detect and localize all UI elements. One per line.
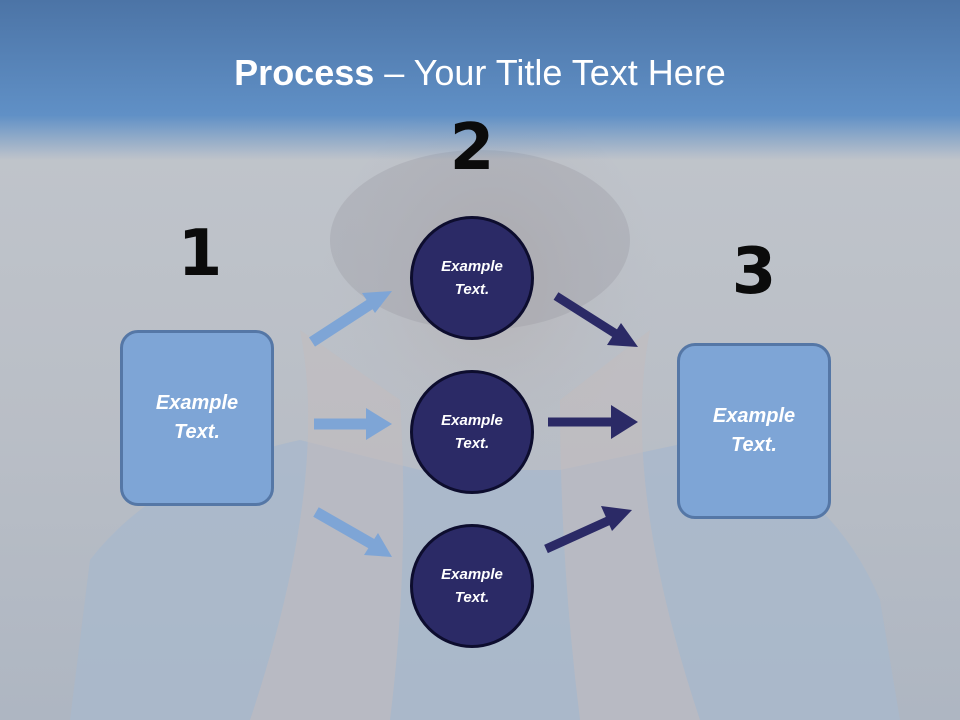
header-band [0, 0, 960, 160]
step-number-2: 2 [449, 111, 495, 185]
circle-bottom: Example Text. [410, 524, 534, 648]
arrow-left-to-middle [314, 408, 392, 440]
arrow-left-to-top [309, 291, 392, 347]
step-number-1: 1 [177, 217, 223, 291]
circle-bottom-text: Example Text. [441, 566, 503, 606]
left-text-box: Example Text. [120, 330, 274, 506]
arrow-left-to-bottom [313, 507, 392, 557]
left-box-text: Example Text. [155, 392, 239, 443]
arrow-bottom-to-right [544, 506, 632, 554]
slide-title: Process – Your Title Text Here [0, 52, 960, 94]
title-bold: Process [234, 52, 375, 93]
right-text-box: Example Text. [677, 343, 831, 519]
step-number-3: 3 [731, 235, 777, 309]
right-box-text: Example Text. [712, 405, 796, 456]
arrow-top-to-right [553, 292, 638, 347]
title-rest: – Your Title Text Here [374, 52, 726, 93]
circle-middle-text: Example Text. [441, 412, 503, 452]
circle-top: Example Text. [410, 216, 534, 340]
circle-middle: Example Text. [410, 370, 534, 494]
circle-top-text: Example Text. [441, 258, 503, 298]
arrow-middle-to-right [548, 405, 638, 439]
